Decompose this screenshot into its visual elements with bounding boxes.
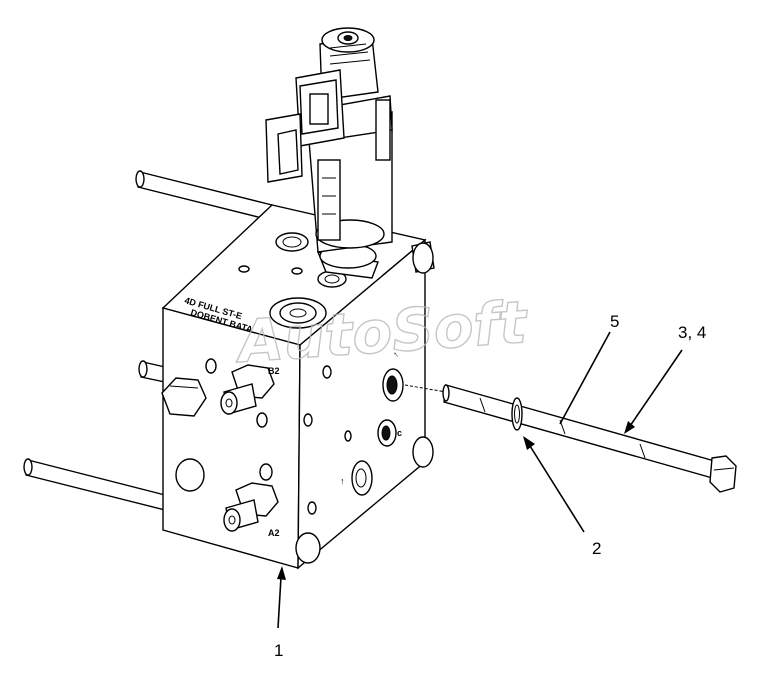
leader-line-5	[559, 331, 611, 425]
svg-text:↑: ↑	[391, 349, 401, 360]
callout-5: 5	[610, 312, 619, 331]
leader-line-34	[624, 349, 683, 434]
cap-screw-top-right	[411, 241, 435, 274]
solenoid-valve	[265, 27, 393, 279]
rear-bolt-mid-left	[138, 360, 166, 383]
leader-line-1	[277, 566, 286, 629]
cap-screw-mid-right	[412, 436, 434, 468]
rear-bolt-upper	[135, 170, 273, 221]
fitting-a2	[223, 482, 279, 532]
port-label-b2: B2	[268, 366, 280, 376]
callout-2: 2	[592, 539, 601, 558]
callout-1: 1	[274, 641, 283, 660]
port-label-a2: A2	[268, 528, 280, 538]
hex-plug	[161, 377, 207, 417]
washer	[511, 397, 523, 431]
leader-line-2	[523, 436, 585, 533]
rear-bolt-lower-left	[23, 458, 166, 511]
cap-screw-bottom	[295, 532, 321, 564]
fitting-b2	[220, 364, 275, 415]
callout-3-4: 3, 4	[678, 323, 706, 342]
bolt-with-washer	[404, 384, 737, 493]
svg-text:↑: ↑	[340, 476, 345, 486]
svg-text:c: c	[397, 428, 402, 438]
valve-block: ↑ c ↑	[161, 204, 427, 570]
